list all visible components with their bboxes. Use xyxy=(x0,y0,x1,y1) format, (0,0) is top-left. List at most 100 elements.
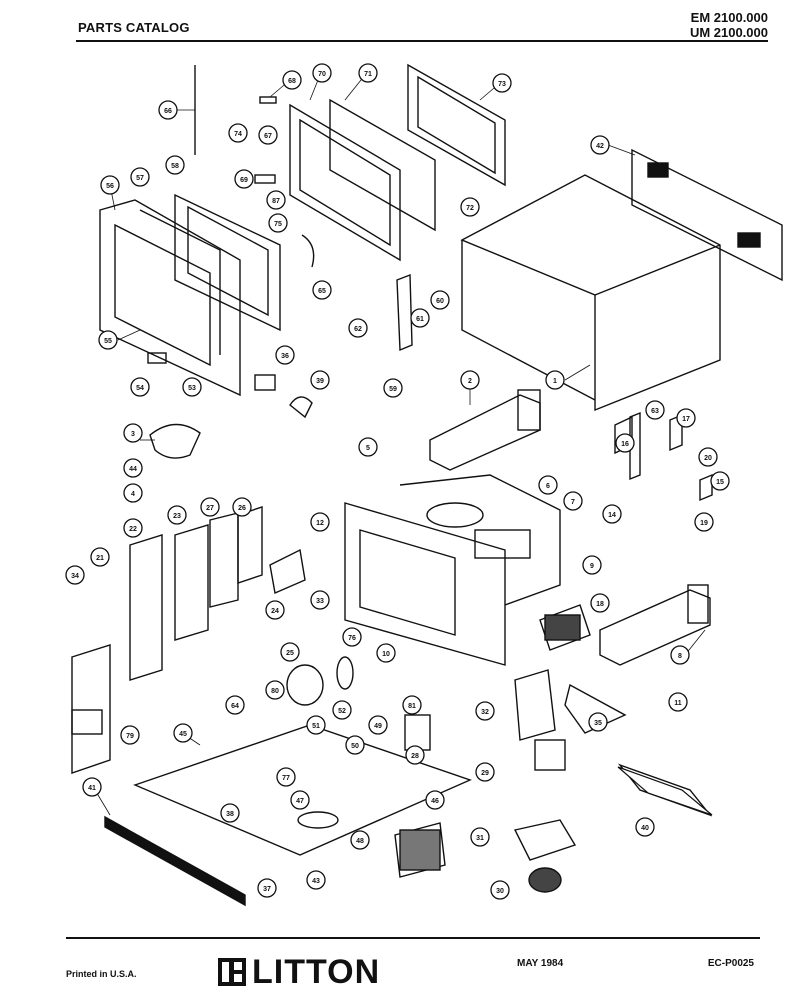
svg-text:7: 7 xyxy=(571,499,575,506)
svg-text:74: 74 xyxy=(234,131,242,138)
svg-text:43: 43 xyxy=(312,878,320,885)
callout: 60 xyxy=(430,290,450,310)
callout: 8 xyxy=(670,645,690,665)
callout: 74 xyxy=(228,123,248,143)
publication-date: MAY 1984 xyxy=(517,958,564,969)
callout: 20 xyxy=(698,447,718,467)
callout: 62 xyxy=(348,318,368,338)
svg-text:69: 69 xyxy=(240,177,248,184)
callout: 59 xyxy=(383,378,403,398)
svg-text:80: 80 xyxy=(271,688,279,695)
svg-text:48: 48 xyxy=(356,838,364,845)
svg-text:45: 45 xyxy=(179,731,187,738)
exploded-parts-diagram: 66 68 70 71 72 73 74 67 69 87 56 57 58 5… xyxy=(65,63,783,907)
callout: 42 xyxy=(590,135,610,155)
callout: 12 xyxy=(310,512,330,532)
svg-text:33: 33 xyxy=(316,598,324,605)
callout: 26 xyxy=(232,497,252,517)
callout: 9 xyxy=(582,555,602,575)
svg-text:68: 68 xyxy=(288,78,296,85)
svg-text:49: 49 xyxy=(374,723,382,730)
svg-text:52: 52 xyxy=(338,708,346,715)
callout: 66 xyxy=(158,100,178,120)
callout: 33 xyxy=(310,590,330,610)
svg-text:6: 6 xyxy=(546,483,550,490)
callout: 4 xyxy=(123,483,143,503)
callout: 37 xyxy=(257,878,277,898)
svg-text:64: 64 xyxy=(231,703,239,710)
callout: 54 xyxy=(130,377,150,397)
svg-text:17: 17 xyxy=(682,416,690,423)
callout: 15 xyxy=(710,471,730,491)
magnetron xyxy=(539,604,591,651)
callout: 65 xyxy=(312,280,332,300)
callout: 57 xyxy=(130,167,150,187)
svg-text:14: 14 xyxy=(608,512,616,519)
svg-text:2: 2 xyxy=(468,378,472,385)
svg-text:20: 20 xyxy=(704,455,712,462)
header-rule xyxy=(76,40,768,42)
callout: 70 xyxy=(312,63,332,83)
high-voltage-capacitor xyxy=(286,656,354,706)
svg-text:16: 16 xyxy=(621,441,629,448)
callout: 41 xyxy=(82,777,102,797)
svg-text:71: 71 xyxy=(364,71,372,78)
svg-text:79: 79 xyxy=(126,733,134,740)
stirrer-fan xyxy=(149,423,201,459)
callout: 23 xyxy=(167,505,187,525)
svg-text:38: 38 xyxy=(226,811,234,818)
callout: 16 xyxy=(615,433,635,453)
svg-text:24: 24 xyxy=(271,608,279,615)
callout: 40 xyxy=(635,817,655,837)
callout: 28 xyxy=(405,745,425,765)
callout: 51 xyxy=(306,715,326,735)
svg-text:29: 29 xyxy=(481,770,489,777)
callout: 7 xyxy=(563,491,583,511)
callout: 27 xyxy=(200,497,220,517)
callout: 71 xyxy=(358,63,378,83)
callout: 49 xyxy=(368,715,388,735)
litton-logo: LITTON xyxy=(218,952,380,992)
callout: 44 xyxy=(123,458,143,478)
callout: 72 xyxy=(460,197,480,217)
svg-text:37: 37 xyxy=(263,886,271,893)
door-assembly xyxy=(99,193,281,397)
model-number: EM 2100.000 xyxy=(690,10,768,25)
callout: 39 xyxy=(310,370,330,390)
svg-text:1: 1 xyxy=(553,378,557,385)
svg-text:34: 34 xyxy=(71,573,79,580)
svg-text:9: 9 xyxy=(590,563,594,570)
callout: 34 xyxy=(65,565,85,585)
brand-name: LITTON xyxy=(252,952,381,991)
latch-parts xyxy=(194,65,413,352)
svg-text:77: 77 xyxy=(282,775,290,782)
callout: 25 xyxy=(280,642,300,662)
svg-text:55: 55 xyxy=(104,338,112,345)
svg-text:53: 53 xyxy=(188,385,196,392)
svg-text:72: 72 xyxy=(466,205,474,212)
callout: 11 xyxy=(668,692,688,712)
svg-text:81: 81 xyxy=(408,703,416,710)
callout: 67 xyxy=(258,125,278,145)
svg-text:62: 62 xyxy=(354,326,362,333)
svg-text:46: 46 xyxy=(431,798,439,805)
svg-text:32: 32 xyxy=(481,709,489,716)
callout: 81 xyxy=(402,695,422,715)
callout: 14 xyxy=(602,504,622,524)
base-plate xyxy=(104,724,472,907)
svg-text:75: 75 xyxy=(274,221,282,228)
svg-text:56: 56 xyxy=(106,183,114,190)
door-inner-panels xyxy=(289,63,506,262)
back-panel xyxy=(631,148,783,282)
svg-text:35: 35 xyxy=(594,720,602,727)
callout-labels: 66 68 70 71 72 73 74 67 69 87 56 57 58 5… xyxy=(65,63,730,900)
svg-text:26: 26 xyxy=(238,505,246,512)
svg-text:57: 57 xyxy=(136,175,144,182)
svg-text:31: 31 xyxy=(476,835,484,842)
svg-text:23: 23 xyxy=(173,513,181,520)
callout: 80 xyxy=(265,680,285,700)
svg-text:18: 18 xyxy=(596,601,604,608)
callout: 53 xyxy=(182,377,202,397)
harness-box xyxy=(617,766,713,816)
callout: 21 xyxy=(90,547,110,567)
